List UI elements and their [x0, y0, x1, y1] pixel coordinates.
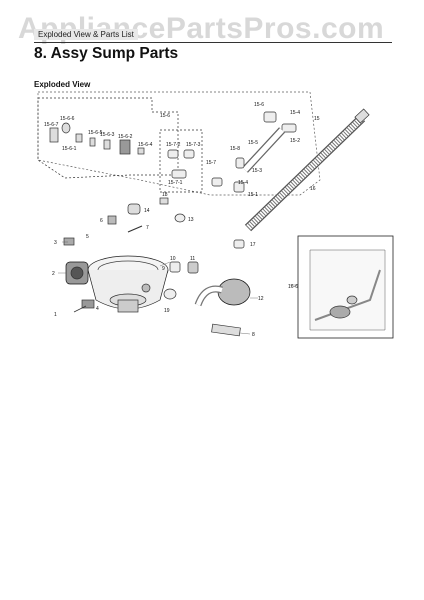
callout-3: 3 — [54, 240, 57, 246]
callout-15-7-2: 15-7-2 — [166, 142, 181, 148]
callout-15-5: 15-5 — [248, 140, 258, 146]
callout-16-6: 16-6 — [288, 284, 298, 290]
callout-12: 12 — [258, 296, 264, 302]
callout-15-4: 15-4 — [290, 110, 300, 116]
section-label: Exploded View — [34, 80, 91, 89]
callout-19: 19 — [164, 308, 170, 314]
subassembly-15-6-parts — [49, 122, 145, 155]
part-3 — [63, 237, 75, 246]
callout-15-6-6: 15-6-6 — [60, 116, 75, 122]
header-rule — [34, 42, 392, 43]
subassembly-outer-box — [37, 91, 321, 196]
callout-14: 14 — [144, 208, 150, 214]
callout-15-6-1: 15-6-1 — [62, 146, 77, 152]
part-8 — [211, 323, 241, 337]
page-title: 8. Assy Sump Parts — [34, 45, 179, 62]
callout-9: 9 — [162, 266, 165, 272]
callout-15-6-2: 15-6-2 — [118, 134, 133, 140]
callout-15: 15 — [314, 116, 320, 122]
drain-hose — [244, 114, 366, 232]
valve-parts — [211, 157, 245, 193]
callout-10: 10 — [170, 256, 176, 262]
callout-7: 7 — [146, 225, 149, 231]
callout-11: 11 — [190, 256, 195, 262]
callout-6: 6 — [100, 218, 103, 224]
header-tab: Exploded View & Parts List — [34, 29, 138, 40]
hose-clamp-15-6 — [263, 111, 277, 123]
callout-8: 8 — [252, 332, 255, 338]
callout-15-6: 15-6 — [254, 102, 264, 108]
callout-15-6-sub: 15-6 — [160, 113, 170, 119]
pump-cover — [217, 278, 251, 306]
callout-17: 17 — [250, 242, 256, 248]
subassembly-15-6-box — [37, 97, 179, 179]
callout-15-6-7: 15-6-7 — [44, 122, 59, 128]
hose-clamp-15-2 — [281, 123, 297, 133]
callout-15-6-3: 15-6-3 — [100, 132, 115, 138]
part-19 — [163, 288, 177, 300]
callout-2: 2 — [52, 271, 55, 277]
part-18 — [159, 197, 169, 205]
callout-15-8: 15-8 — [230, 146, 240, 152]
callout-15-6-4: 15-6-4 — [138, 142, 153, 148]
part-7 — [127, 225, 143, 233]
part-17 — [233, 239, 245, 249]
callout-15-4b: 15-4 — [238, 180, 248, 186]
leader-lines — [58, 241, 298, 335]
callout-1: 1 — [54, 312, 57, 318]
subassembly-15-7-parts — [167, 149, 195, 179]
callout-4: 4 — [96, 306, 99, 312]
part-6 — [107, 215, 117, 225]
subassembly-15-7-box — [159, 129, 203, 193]
callout-16: 16 — [310, 186, 316, 192]
part-11 — [187, 261, 199, 274]
callout-15-3: 15-3 — [252, 168, 262, 174]
callout-18: 18 — [162, 192, 168, 198]
part-10 — [169, 261, 181, 273]
inset-box — [297, 235, 394, 339]
callout-5: 5 — [86, 234, 89, 240]
callout-15-7-3: 15-7-3 — [186, 142, 201, 148]
callout-15-7-1: 15-7-1 — [168, 180, 183, 186]
callout-15-7: 15-7 — [206, 160, 216, 166]
part-13 — [174, 213, 186, 223]
part-14 — [127, 203, 141, 215]
callout-13: 13 — [188, 217, 194, 223]
callout-15-6-5: 15-6-5 — [88, 130, 103, 136]
callout-15-1: 15-1 — [248, 192, 258, 198]
inset-illustration — [309, 249, 386, 331]
part-4 — [81, 299, 95, 309]
callout-15-2: 15-2 — [290, 138, 300, 144]
hose-end-fitting — [354, 108, 370, 124]
